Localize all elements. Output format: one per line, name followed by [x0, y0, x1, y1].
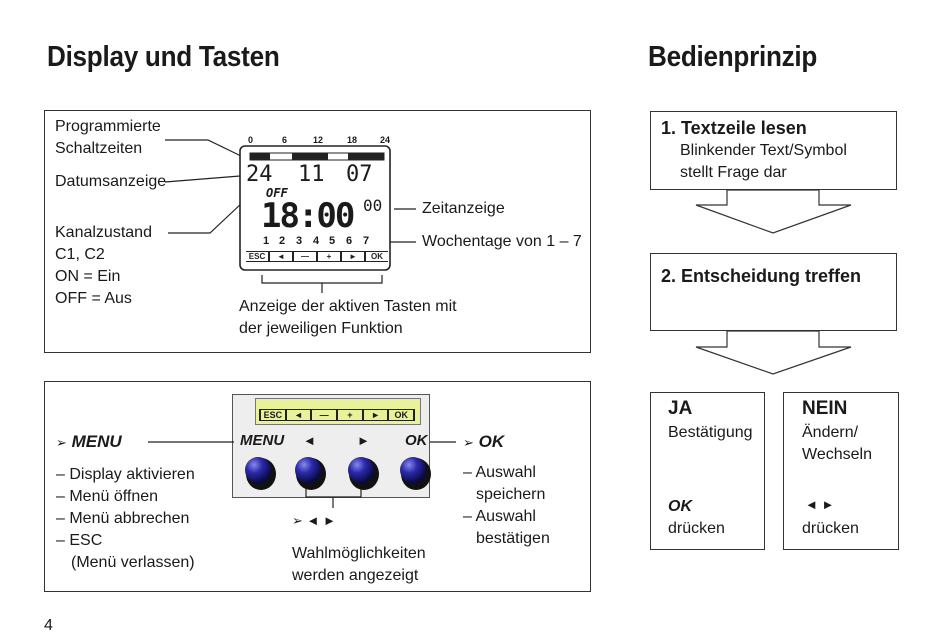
- label-weekdays: Wochentage von 1 – 7: [422, 233, 582, 250]
- device-label-ok: OK: [405, 432, 428, 449]
- menu-list: – Display aktivieren – Menü öffnen – Men…: [56, 466, 195, 571]
- knob-ok-top: [400, 457, 426, 483]
- label-active-keys: Anzeige der aktiven Tasten mit der jewei…: [239, 298, 457, 337]
- scale-tick: 6: [282, 135, 288, 145]
- arrow-right-icon: ➢: [56, 435, 67, 450]
- yes-key: OK: [668, 498, 692, 515]
- step2-title: 2. Entscheidung treffen: [661, 266, 862, 286]
- lcd-status: OFF: [266, 186, 288, 200]
- knob-left-top: [295, 457, 321, 483]
- device-lcd-keys: ESC ◄ — + ► OK: [259, 409, 415, 421]
- no-desc: Ändern/ Wechseln: [802, 424, 872, 463]
- knob-menu-top: [245, 457, 271, 483]
- no-box: [783, 392, 899, 550]
- step1-title: 1. Textzeile lesen: [661, 118, 807, 138]
- lcd-time: 18:00 00: [261, 196, 383, 236]
- lcd-weekdays: 1 2 3 4 5 6 7: [263, 235, 370, 247]
- arrow-right-icon: ➢: [463, 435, 474, 450]
- label-time: Zeitanzeige: [422, 200, 505, 217]
- page-title-principle: Bedienprinzip: [648, 41, 818, 73]
- scale-tick: 12: [313, 135, 324, 145]
- lcd-keys: ESC ◄ — + ► OK: [246, 251, 388, 262]
- no-key: ◄ ►: [805, 497, 835, 512]
- device-label-menu: MENU: [240, 432, 285, 449]
- page-number: 4: [44, 617, 53, 634]
- device-label-left: ◄: [303, 433, 316, 448]
- device-label-right: ►: [357, 433, 370, 448]
- menu-heading: ➢ MENU: [56, 432, 122, 451]
- ok-heading: ➢ OK: [463, 432, 505, 451]
- arrows-desc: Wahlmöglichkeiten werden angezeigt: [292, 545, 426, 584]
- label-programmed: Programmierte Schaltzeiten: [55, 118, 161, 157]
- scale-tick: 18: [347, 135, 358, 145]
- label-date: Datumsanzeige: [55, 173, 167, 190]
- ok-list: – Auswahl speichern – Auswahl bestätigen: [463, 464, 550, 547]
- label-channel: Kanalzustand C1, C2 ON = Ein OFF = Aus: [55, 224, 152, 307]
- display-panel: [44, 110, 591, 353]
- page-title-display: Display und Tasten: [47, 41, 280, 73]
- lcd-scale: 0 6 12 18 24: [244, 135, 394, 147]
- no-action: drücken: [802, 520, 859, 537]
- yes-box: [650, 392, 765, 550]
- scale-tick: 24: [380, 135, 391, 145]
- down-arrow-icon: [695, 189, 852, 234]
- step1-desc: Blinkender Text/Symbol stellt Frage dar: [680, 142, 847, 181]
- yes-desc: Bestätigung: [668, 424, 753, 441]
- down-arrow-icon: [695, 330, 852, 375]
- arrow-right-icon: ➢: [292, 513, 303, 528]
- scale-tick: 0: [248, 135, 254, 145]
- keys-panel: [44, 381, 591, 592]
- no-title: NEIN: [802, 398, 848, 419]
- arrows-heading: ➢ ◄ ►: [292, 513, 336, 528]
- lcd-date: 24 11 07: [246, 162, 373, 187]
- yes-title: JA: [668, 398, 693, 419]
- yes-action: drücken: [668, 520, 725, 537]
- knob-right-top: [348, 457, 374, 483]
